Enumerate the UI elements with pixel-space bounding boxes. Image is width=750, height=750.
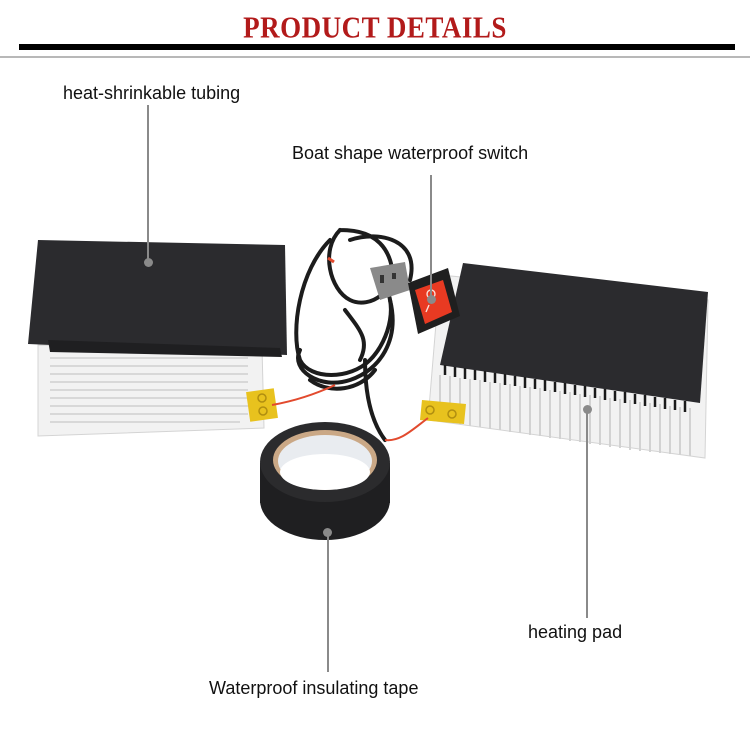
insulating-tape-roll bbox=[260, 422, 390, 540]
left-heating-pad bbox=[28, 240, 287, 437]
callout-dot-waterproof-insulating-tape bbox=[323, 528, 332, 537]
callout-leader-waterproof-insulating-tape bbox=[327, 533, 329, 672]
header-divider-rule bbox=[0, 56, 750, 58]
callout-label-waterproof-insulating-tape: Waterproof insulating tape bbox=[209, 678, 419, 698]
callout-leader-heating-pad bbox=[586, 410, 588, 618]
callout-dot-boat-shape-waterproof-switch bbox=[427, 295, 436, 304]
usb-plug bbox=[370, 262, 410, 300]
callout-dot-heating-pad bbox=[583, 405, 592, 414]
cable-bundle bbox=[294, 228, 414, 442]
callout-label-heating-pad: heating pad bbox=[528, 622, 623, 642]
page-title: PRODUCT DETAILS bbox=[243, 10, 507, 45]
callout-leader-boat-shape-waterproof-switch bbox=[430, 175, 432, 298]
callout-label-boat-shape-waterproof-switch: Boat shape waterproof switch bbox=[292, 143, 529, 163]
callout-leader-heat-shrinkable-tubing bbox=[147, 105, 149, 262]
header-divider-bar bbox=[19, 44, 735, 50]
right-heating-pad bbox=[420, 263, 709, 459]
callout-label-heat-shrinkable-tubing: heat-shrinkable tubing bbox=[63, 83, 241, 103]
callout-dot-heat-shrinkable-tubing bbox=[144, 258, 153, 267]
